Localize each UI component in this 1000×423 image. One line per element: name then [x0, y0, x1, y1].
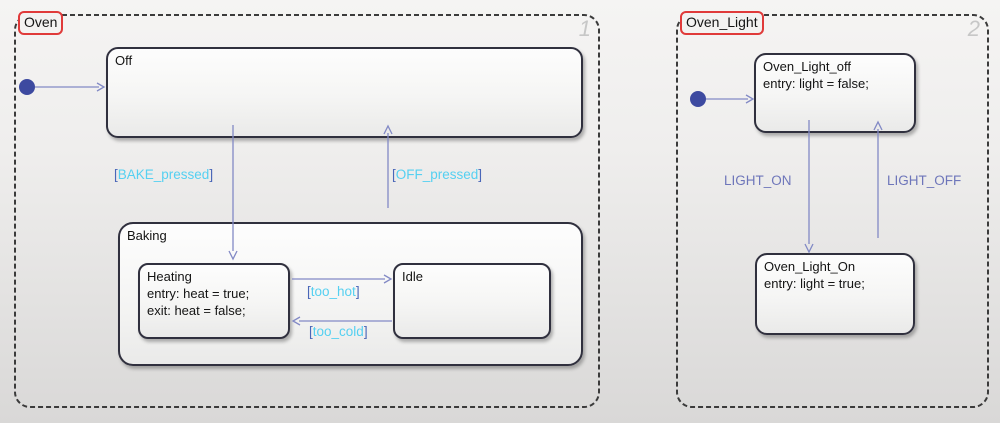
transition-label-too-hot[interactable]: [too_hot]: [307, 284, 360, 299]
state-oven-light[interactable]: Oven_Light 2 Oven_Light_off entry: light…: [676, 11, 989, 408]
state-baking-title: Baking: [127, 228, 167, 243]
state-oven-light-on-entry: entry: light = true;: [764, 276, 865, 291]
state-oven-light-label[interactable]: Oven_Light: [680, 11, 764, 35]
condition-text: OFF_pressed: [395, 167, 479, 182]
condition-text: BAKE_pressed: [117, 167, 210, 182]
bracket-close: ]: [363, 324, 368, 339]
state-oven[interactable]: Oven 1 Off Baking Heating entry: heat = …: [14, 11, 600, 408]
state-baking[interactable]: Baking Heating entry: heat = true; exit:…: [118, 222, 583, 366]
state-heating-exit: exit: heat = false;: [147, 303, 246, 318]
state-oven-label[interactable]: Oven: [18, 11, 64, 35]
oven-dashed-border: [14, 14, 600, 408]
state-oven-light-on[interactable]: Oven_Light_On entry: light = true;: [755, 253, 915, 335]
transition-label-light-on[interactable]: LIGHT_ON: [724, 173, 792, 188]
bracket-close: ]: [355, 284, 360, 299]
transition-label-light-off[interactable]: LIGHT_OFF: [887, 173, 962, 188]
state-oven-light-on-title: Oven_Light_On: [764, 259, 856, 274]
state-heating-entry: entry: heat = true;: [147, 286, 250, 301]
bracket-open: [: [309, 324, 313, 339]
state-off-title: Off: [115, 53, 133, 68]
transition-label-bake-pressed[interactable]: [BAKE_pressed]: [114, 167, 213, 182]
state-heating[interactable]: Heating entry: heat = true; exit: heat =…: [138, 263, 290, 339]
state-heating-title: Heating: [147, 269, 192, 284]
state-oven-light-off[interactable]: Oven_Light_off entry: light = false;: [754, 53, 916, 133]
bracket-close: ]: [478, 167, 483, 182]
state-oven-light-off-entry: entry: light = false;: [763, 76, 869, 91]
bracket-open: [: [307, 284, 311, 299]
state-idle[interactable]: Idle: [393, 263, 551, 339]
state-off[interactable]: Off: [106, 47, 583, 138]
state-oven-light-off-title: Oven_Light_off: [763, 59, 851, 74]
transition-label-off-pressed[interactable]: [OFF_pressed]: [392, 167, 482, 182]
bracket-open: [: [114, 167, 118, 182]
oven-light-dashed-border: [676, 14, 989, 408]
transition-label-too-cold[interactable]: [too_cold]: [309, 324, 368, 339]
oven-light-execution-order-badge: 2: [967, 16, 980, 41]
state-idle-title: Idle: [402, 269, 423, 284]
condition-text: too_cold: [312, 324, 364, 339]
condition-text: too_hot: [310, 284, 356, 299]
oven-execution-order-badge: 1: [578, 16, 591, 41]
bracket-close: ]: [209, 167, 214, 182]
bracket-open: [: [392, 167, 396, 182]
